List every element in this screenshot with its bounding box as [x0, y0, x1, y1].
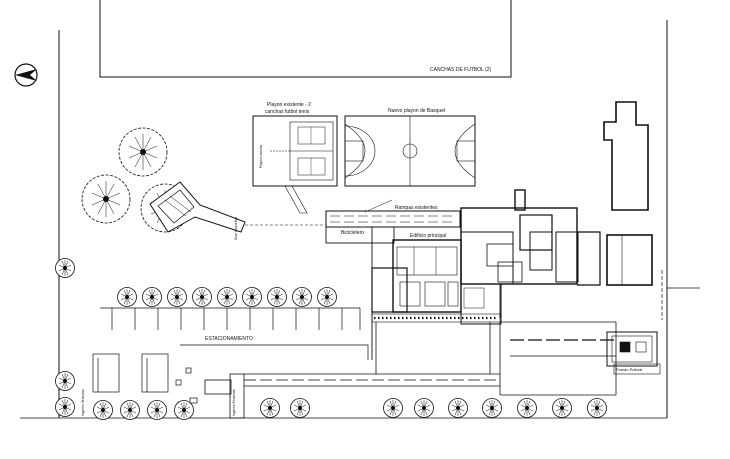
north-arrow-icon — [14, 63, 38, 87]
east-fence — [661, 270, 700, 320]
annex-building-east — [606, 234, 653, 286]
label-playon-cancha: Playon cancha — [259, 145, 263, 168]
police-post: Puesto Policial — [606, 322, 661, 395]
label-playon-1: Playon existente - 2 — [267, 102, 311, 108]
label-canchas-futbol: CANCHAS DE FUTBOL (2) — [430, 67, 492, 73]
label-sum: Sum Deportivo — [234, 217, 238, 240]
ramps-area: Rampas existentes Bicicletero Edificio p… — [245, 199, 461, 360]
label-puesto-policial: Puesto Policial — [616, 367, 642, 372]
basketball-court: Nuevo playon de Basquet — [344, 108, 476, 187]
football-fields: CANCHAS DE FUTBOL (2) — [99, 0, 512, 78]
tree-row-west — [55, 258, 75, 417]
label-bicicletero: Bicicletero — [341, 230, 364, 236]
parking-area: ESTACIONAMIENTO — [92, 307, 369, 408]
label-playon-2: canchas futbol tenis — [265, 109, 310, 115]
annex-building-north — [603, 101, 649, 211]
existing-playon: Playon existente - 2 canchas futbol teni… — [252, 102, 338, 214]
tree-row-parking — [117, 287, 337, 307]
label-edificio: Edificio principal — [410, 233, 446, 239]
label-ingreso-vehicular: Ingreso Vehicular — [81, 388, 85, 416]
tree-row-south — [93, 398, 607, 420]
label-estacionamiento: ESTACIONAMIENTO — [205, 336, 253, 342]
label-rampas: Rampas existentes — [395, 205, 438, 211]
main-building — [371, 189, 601, 325]
access-paths: Ingreso Vehicular Ingreso Peatonal — [81, 321, 616, 419]
label-ingreso-peatonal: Ingreso Peatonal — [232, 389, 236, 416]
label-nuevo-playon: Nuevo playon de Basquet — [388, 108, 446, 114]
sum-deportivo: Sum Deportivo — [149, 181, 246, 240]
